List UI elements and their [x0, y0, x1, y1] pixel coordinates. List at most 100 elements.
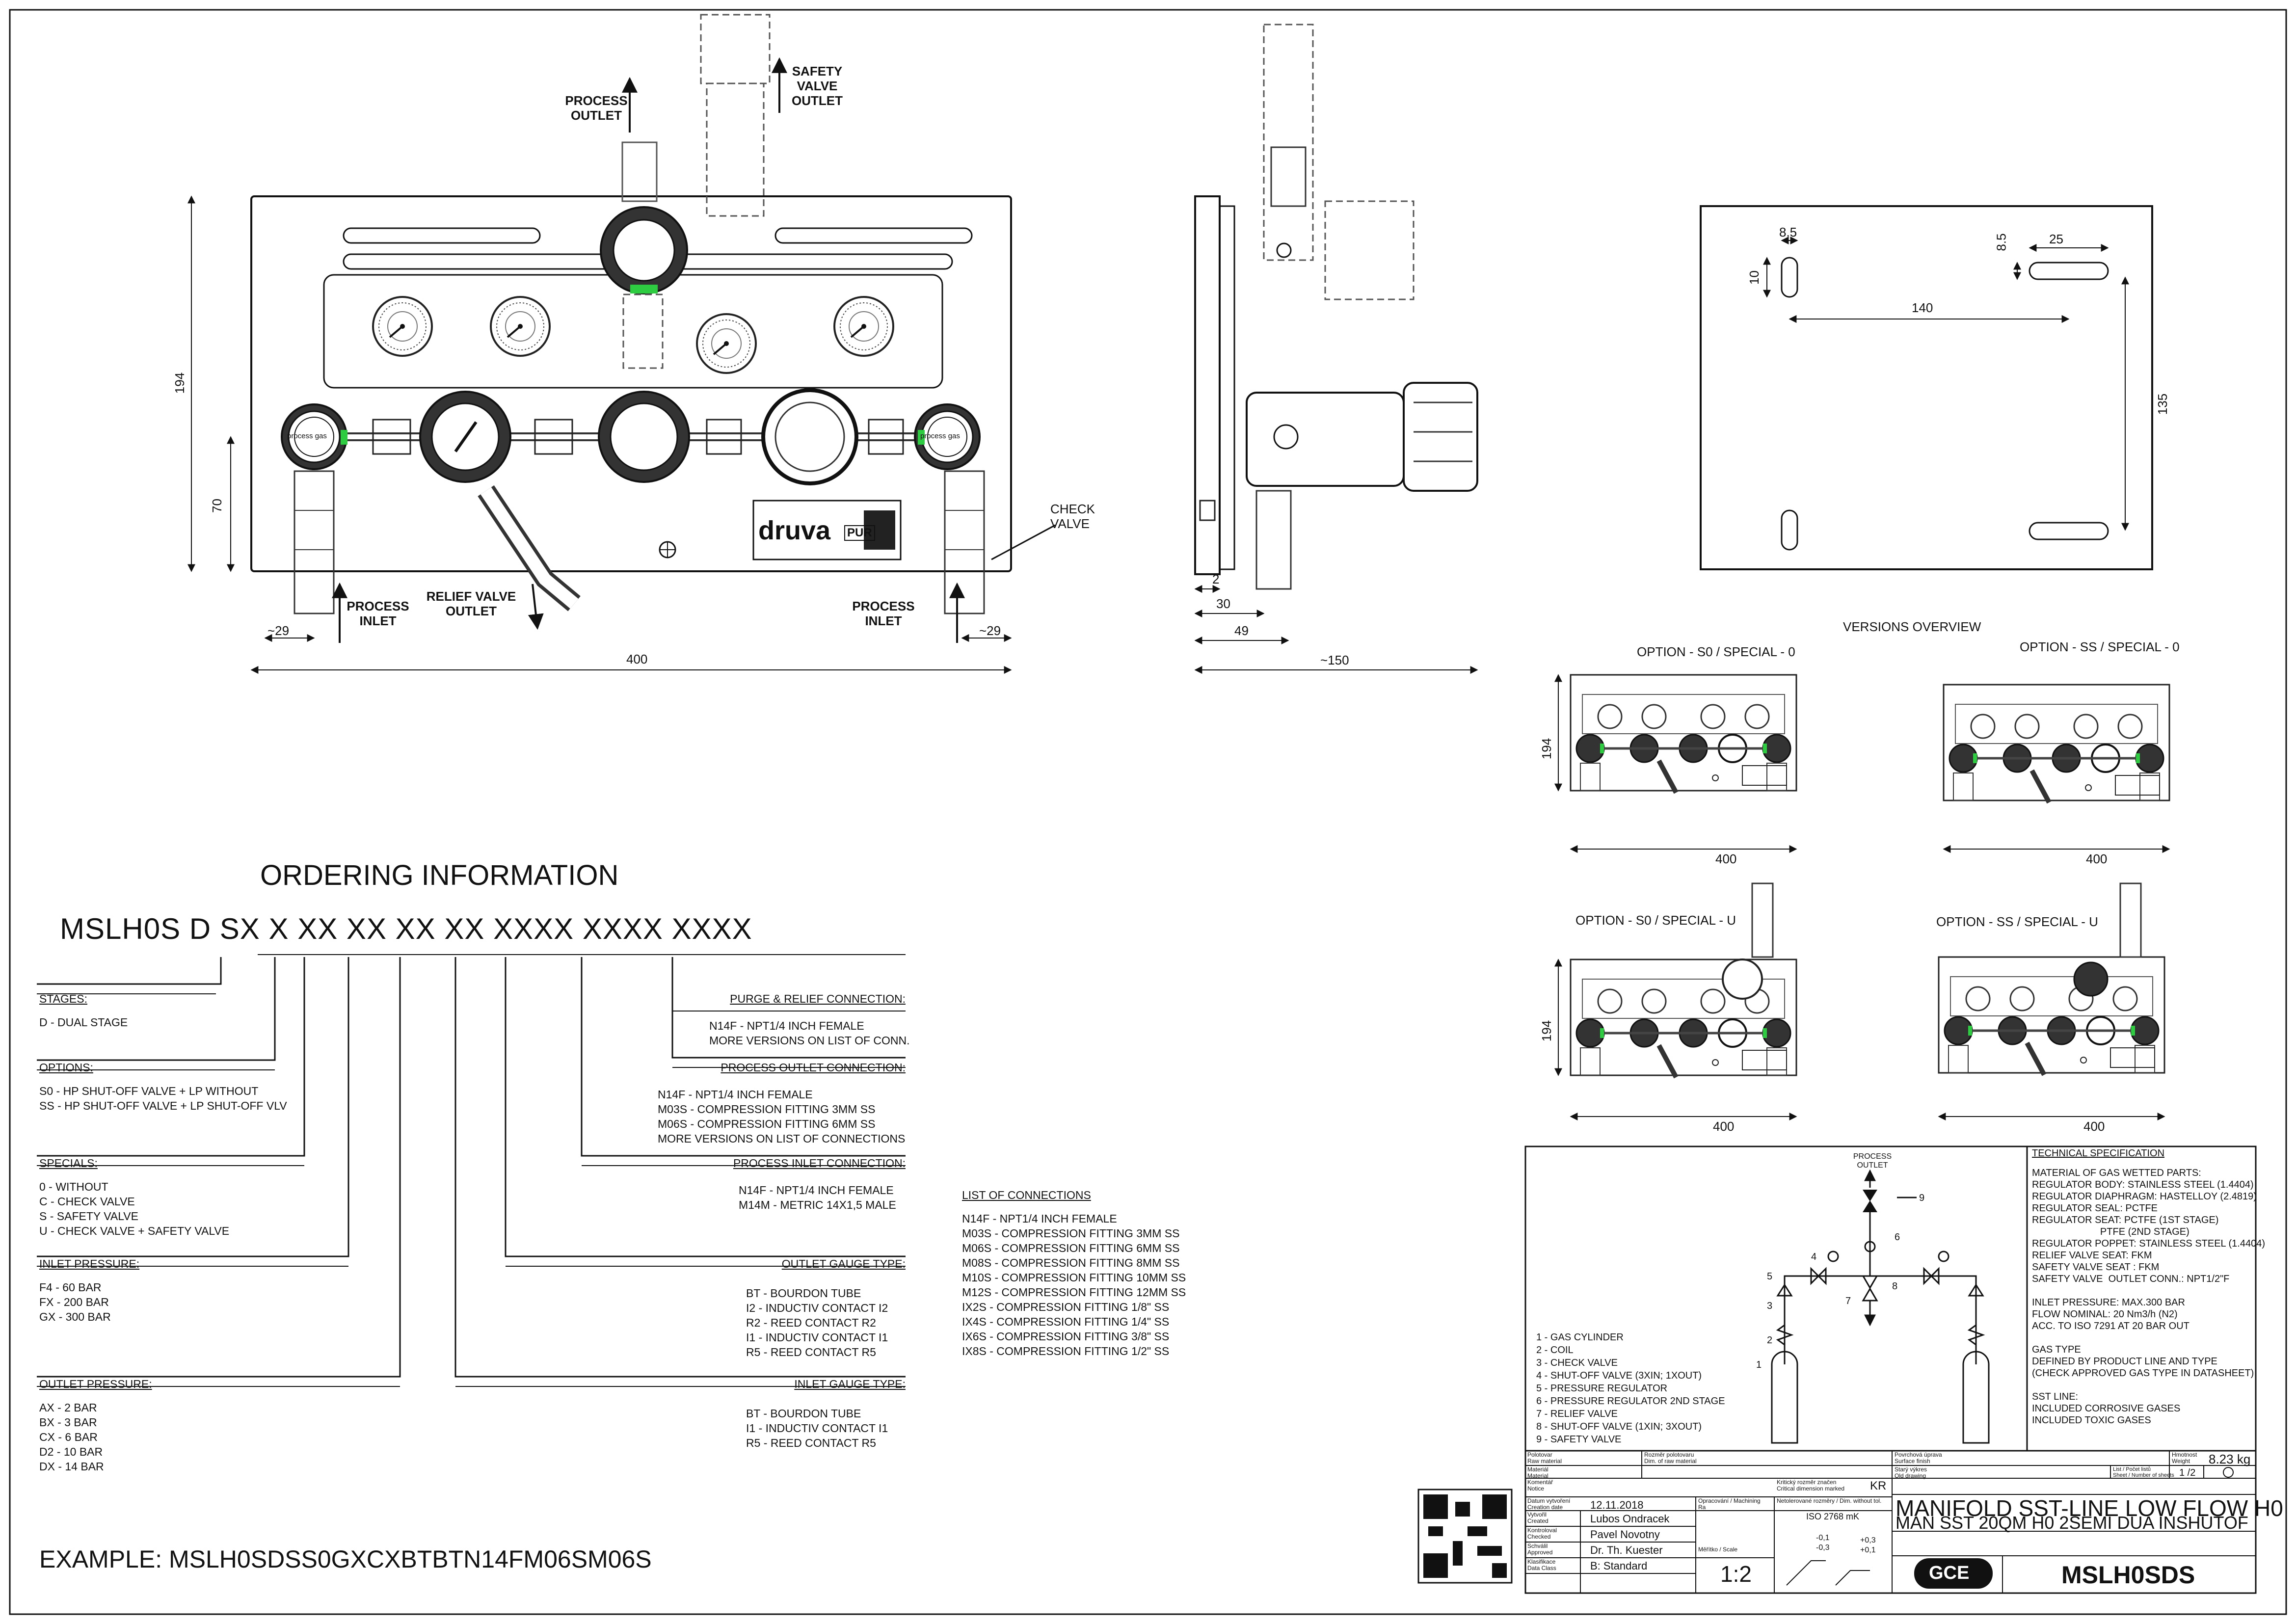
brand-sub: PUR	[844, 525, 875, 541]
back-dim-140: 140	[1912, 300, 1933, 315]
versions-title: VERSIONS OVERVIEW	[1843, 619, 1981, 634]
schematic-legend: 1 - GAS CYLINDER 2 - COIL 3 - CHECK VALV…	[1536, 1331, 1725, 1446]
options-header: OPTIONS:	[39, 1061, 93, 1074]
process-outlet-header: PROCESS OUTLET CONNECTION:	[721, 1061, 906, 1074]
tech-spec-line: RELIEF VALVE SEAT: FKM	[2032, 1250, 2152, 1261]
version-3-name: OPTION - SS / SPECIAL - U	[1936, 914, 2098, 929]
outlet-pressure-item: BX - 3 BAR	[39, 1416, 97, 1429]
inlet-pressure-item: FX - 200 BAR	[39, 1296, 109, 1308]
tech-spec-line: INCLUDED CORROSIVE GASES	[2032, 1403, 2181, 1414]
stages-header: STAGES:	[39, 992, 87, 1005]
back-dim-25: 25	[2049, 232, 2063, 246]
version-0-height: 194	[1539, 738, 1554, 760]
inlet-gauge-items: BT - BOURDON TUBE I1 - INDUCTIV CONTACT …	[746, 1406, 888, 1450]
options-section: OPTIONS: S0 - HP SHUT-OFF VALVE + LP WIT…	[39, 1060, 287, 1113]
legend-item: 7 - RELIEF VALVE	[1536, 1409, 1618, 1419]
outlet-gauge-item: R5 - REED CONTACT R5	[746, 1346, 876, 1358]
code-part-1: D	[189, 912, 212, 945]
ordering-example: EXAMPLE: MSLH0SDSS0GXCXBTBTN14FM06SM06S	[39, 1545, 652, 1573]
inlet-gauge-item: I1 - INDUCTIV CONTACT I1	[746, 1422, 888, 1435]
code-part-3: X	[268, 912, 289, 945]
tech-spec-header: TECHNICAL SPECIFICATION	[2032, 1148, 2165, 1159]
dim-height: 194	[172, 372, 187, 394]
purge-section: PURGE & RELIEF CONNECTION:	[709, 991, 906, 1015]
schem-num-5: 5	[1767, 1271, 1773, 1282]
side-dim-30: 30	[1216, 596, 1230, 611]
outlet-gauge-item: I1 - INDUCTIV CONTACT I1	[746, 1331, 888, 1344]
outlet-gauge-item: I2 - INDUCTIV CONTACT I2	[746, 1302, 888, 1314]
specials-section: SPECIALS: 0 - WITHOUT C - CHECK VALVE S …	[39, 1156, 229, 1238]
schem-num-2: 2	[1767, 1335, 1773, 1346]
connections-header: LIST OF CONNECTIONS	[962, 1189, 1091, 1201]
process-outlet-items: N14F - NPT1/4 INCH FEMALE M03S - COMPRES…	[658, 1087, 905, 1146]
tech-spec-line: REGULATOR DIAPHRAGM: HASTELLOY (2.4819)	[2032, 1191, 2257, 1202]
purge-item: MORE VERSIONS ON LIST OF CONN.	[709, 1034, 910, 1047]
process-outlet-item: N14F - NPT1/4 INCH FEMALE	[658, 1088, 813, 1101]
connection-item: M12S - COMPRESSION FITTING 12MM SS	[962, 1286, 1186, 1299]
knob-left-text: process gas	[287, 432, 327, 440]
back-dim-10: 10	[1746, 270, 1762, 285]
inlet-gauge-header: INLET GAUGE TYPE:	[794, 1378, 906, 1390]
legend-item: 4 - SHUT-OFF VALVE (3XIN; 1XOUT)	[1536, 1370, 1702, 1381]
tb-sheet: 1 /2	[2179, 1467, 2196, 1478]
outlet-pressure-header: OUTLET PRESSURE:	[39, 1378, 152, 1390]
connection-item: M08S - COMPRESSION FITTING 8MM SS	[962, 1256, 1180, 1269]
code-part-2: SX	[219, 912, 260, 945]
version-2-width: 400	[1713, 1119, 1735, 1134]
schem-num-7: 7	[1845, 1296, 1851, 1306]
tb-critical-val: KR	[1870, 1479, 1887, 1492]
outlet-gauge-section: OUTLET GAUGE TYPE:	[660, 1256, 906, 1280]
version-0-name: OPTION - S0 / SPECIAL - 0	[1637, 644, 1795, 659]
tech-spec-line: DEFINED BY PRODUCT LINE AND TYPE	[2032, 1356, 2217, 1367]
options-item: S0 - HP SHUT-OFF VALVE + LP WITHOUT	[39, 1085, 259, 1097]
dim-right-offset: ~29	[979, 623, 1001, 638]
tech-spec-line	[2032, 1285, 2265, 1297]
tb-tolerance-val: ISO 2768 mK	[1806, 1512, 1860, 1521]
code-part-0: MSLH0S	[60, 912, 181, 945]
schem-num-4: 4	[1811, 1251, 1817, 1262]
code-part-10: XXXX	[671, 912, 752, 945]
legend-item: 6 - PRESSURE REGULATOR 2ND STAGE	[1536, 1396, 1725, 1407]
version-1-name: OPTION - SS / SPECIAL - 0	[2020, 639, 2180, 654]
brand-logo: druva	[758, 516, 831, 545]
tech-spec-line: MATERIAL OF GAS WETTED PARTS:	[2032, 1168, 2201, 1178]
version-1-width: 400	[2086, 852, 2108, 866]
safety-valve-outlet-label: SAFETY VALVE OUTLET	[792, 64, 843, 108]
ordering-leaders	[37, 954, 906, 1387]
purge-items: N14F - NPT1/4 INCH FEMALE MORE VERSIONS …	[709, 1018, 910, 1048]
dim-width: 400	[626, 652, 648, 666]
outlet-pressure-section: OUTLET PRESSURE: AX - 2 BAR BX - 3 BAR C…	[39, 1377, 152, 1474]
legend-item: 8 - SHUT-OFF VALVE (1XIN; 3XOUT)	[1536, 1421, 1702, 1432]
specials-item: S - SAFETY VALVE	[39, 1210, 138, 1223]
qr-code	[1417, 1489, 1513, 1584]
connection-item: IX6S - COMPRESSION FITTING 3/8" SS	[962, 1330, 1170, 1343]
back-dim-135: 135	[2155, 393, 2170, 415]
code-part-5: XX	[346, 912, 387, 945]
inlet-gauge-section: INLET GAUGE TYPE:	[660, 1377, 906, 1400]
check-valve-label: CHECK VALVE	[1050, 502, 1095, 531]
tech-spec-line: ACC. TO ISO 7291 AT 20 BAR OUT	[2032, 1321, 2189, 1331]
outlet-gauge-item: R2 - REED CONTACT R2	[746, 1316, 876, 1329]
tech-spec-line: FLOW NOMINAL: 20 Nm3/h (N2)	[2032, 1309, 2178, 1320]
outlet-gauge-item: BT - BOURDON TUBE	[746, 1287, 861, 1300]
outlet-pressure-item: D2 - 10 BAR	[39, 1445, 103, 1458]
schem-num-1: 1	[1756, 1359, 1762, 1370]
ordering-title: ORDERING INFORMATION	[260, 859, 619, 891]
connection-item: IX4S - COMPRESSION FITTING 1/4" SS	[962, 1315, 1170, 1328]
back-view	[1700, 205, 2153, 570]
schematic-process-outlet: PROCESS OUTLET	[1853, 1152, 1892, 1170]
dim-inlet-height: 70	[209, 499, 224, 513]
legend-item: 9 - SAFETY VALVE	[1536, 1434, 1622, 1445]
gce-logo: GCE	[1929, 1563, 1970, 1583]
order-code: MSLH0S D SX X XX XX XX XX XXXX XXXX XXXX	[60, 912, 752, 946]
tb-created: 12.11.2018	[1590, 1499, 1644, 1511]
process-outlet-item: M03S - COMPRESSION FITTING 3MM SS	[658, 1103, 876, 1116]
outlet-pressure-item: AX - 2 BAR	[39, 1401, 97, 1414]
connections-list: LIST OF CONNECTIONS N14F - NPT1/4 INCH F…	[962, 1188, 1186, 1358]
